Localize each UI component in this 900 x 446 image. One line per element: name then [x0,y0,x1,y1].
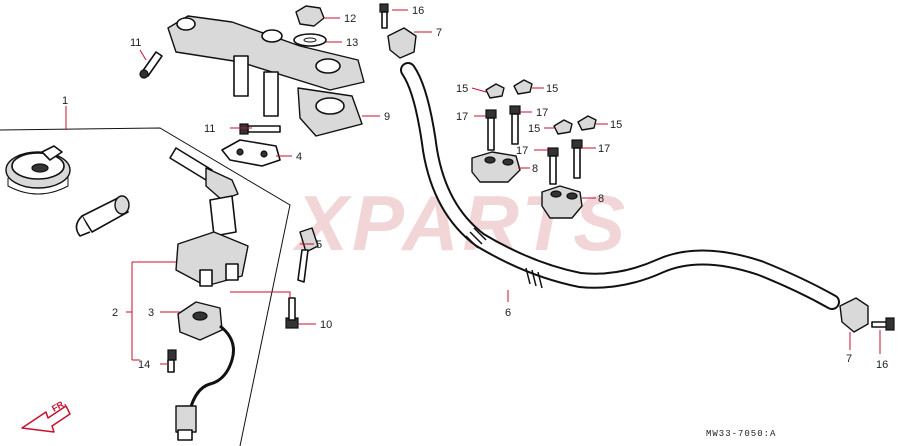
callout-15a: 15 [456,83,468,95]
callout-11a: 11 [130,37,141,49]
bolt-16b[interactable] [871,317,895,331]
washer-13[interactable] [293,33,327,47]
callout-7b: 7 [846,353,852,365]
holder-8a[interactable] [471,151,521,183]
bolt-17a[interactable] [485,109,497,151]
cap-15c[interactable] [553,119,573,135]
callout-8b: 8 [598,193,604,205]
seat-lock[interactable] [75,195,130,237]
callout-5: 5 [316,239,322,251]
bolt-11b[interactable] [239,123,281,135]
knurl-band-left [465,227,487,249]
callout-17b: 17 [536,107,548,119]
callout-16b: 16 [876,359,888,371]
callout-17c: 17 [516,145,528,157]
key-5[interactable] [297,227,319,283]
callout-8a: 8 [532,163,538,175]
bolt-17b[interactable] [509,105,521,145]
front-arrow-icon [21,405,71,433]
wire-connector[interactable] [175,405,197,441]
callout-9: 9 [384,111,390,123]
bolt-10[interactable] [285,297,299,329]
fuel-cap[interactable] [5,145,71,195]
leader-lines [65,9,881,365]
callout-15d: 15 [610,119,622,131]
callout-15c: 15 [528,123,540,135]
nut-12[interactable] [295,5,325,27]
callout-12: 12 [344,13,356,25]
callout-11b: 11 [204,123,215,135]
top-bridge[interactable] [167,15,365,137]
knurl-band-right [525,267,543,289]
callout-6: 6 [505,307,511,319]
handlebar-inner [402,64,838,308]
callout-7a: 7 [436,27,442,39]
kit-boundary-box [0,127,291,446]
callout-14: 14 [138,359,150,371]
bolt-11a[interactable] [139,51,163,79]
callout-17d: 17 [598,143,610,155]
screw-14[interactable] [167,349,177,373]
bar-end-7b[interactable] [839,297,869,333]
callout-3: 3 [148,307,154,319]
bolt-16a[interactable] [379,3,389,29]
callout-17a: 17 [456,111,468,123]
cap-15d[interactable] [577,115,597,131]
cap-15b[interactable] [513,79,533,95]
callout-10: 10 [320,319,332,331]
bolt-17c[interactable] [547,147,559,185]
callout-4: 4 [296,151,302,163]
callout-13: 13 [346,37,358,49]
holder-8b[interactable] [541,185,583,219]
callout-16a: 16 [412,5,424,17]
callout-1: 1 [62,95,68,107]
callout-15b: 15 [546,83,558,95]
cap-15a[interactable] [485,83,505,99]
diagram-code: MW33-7050:A [706,429,776,439]
bracket-4[interactable] [221,139,281,167]
switch-cover[interactable] [177,301,223,341]
ignition-switch[interactable] [175,195,249,287]
bar-end-7a[interactable] [387,27,417,59]
switch-wire [188,324,235,411]
bolt-17d[interactable] [571,139,583,179]
callout-2: 2 [112,307,118,319]
